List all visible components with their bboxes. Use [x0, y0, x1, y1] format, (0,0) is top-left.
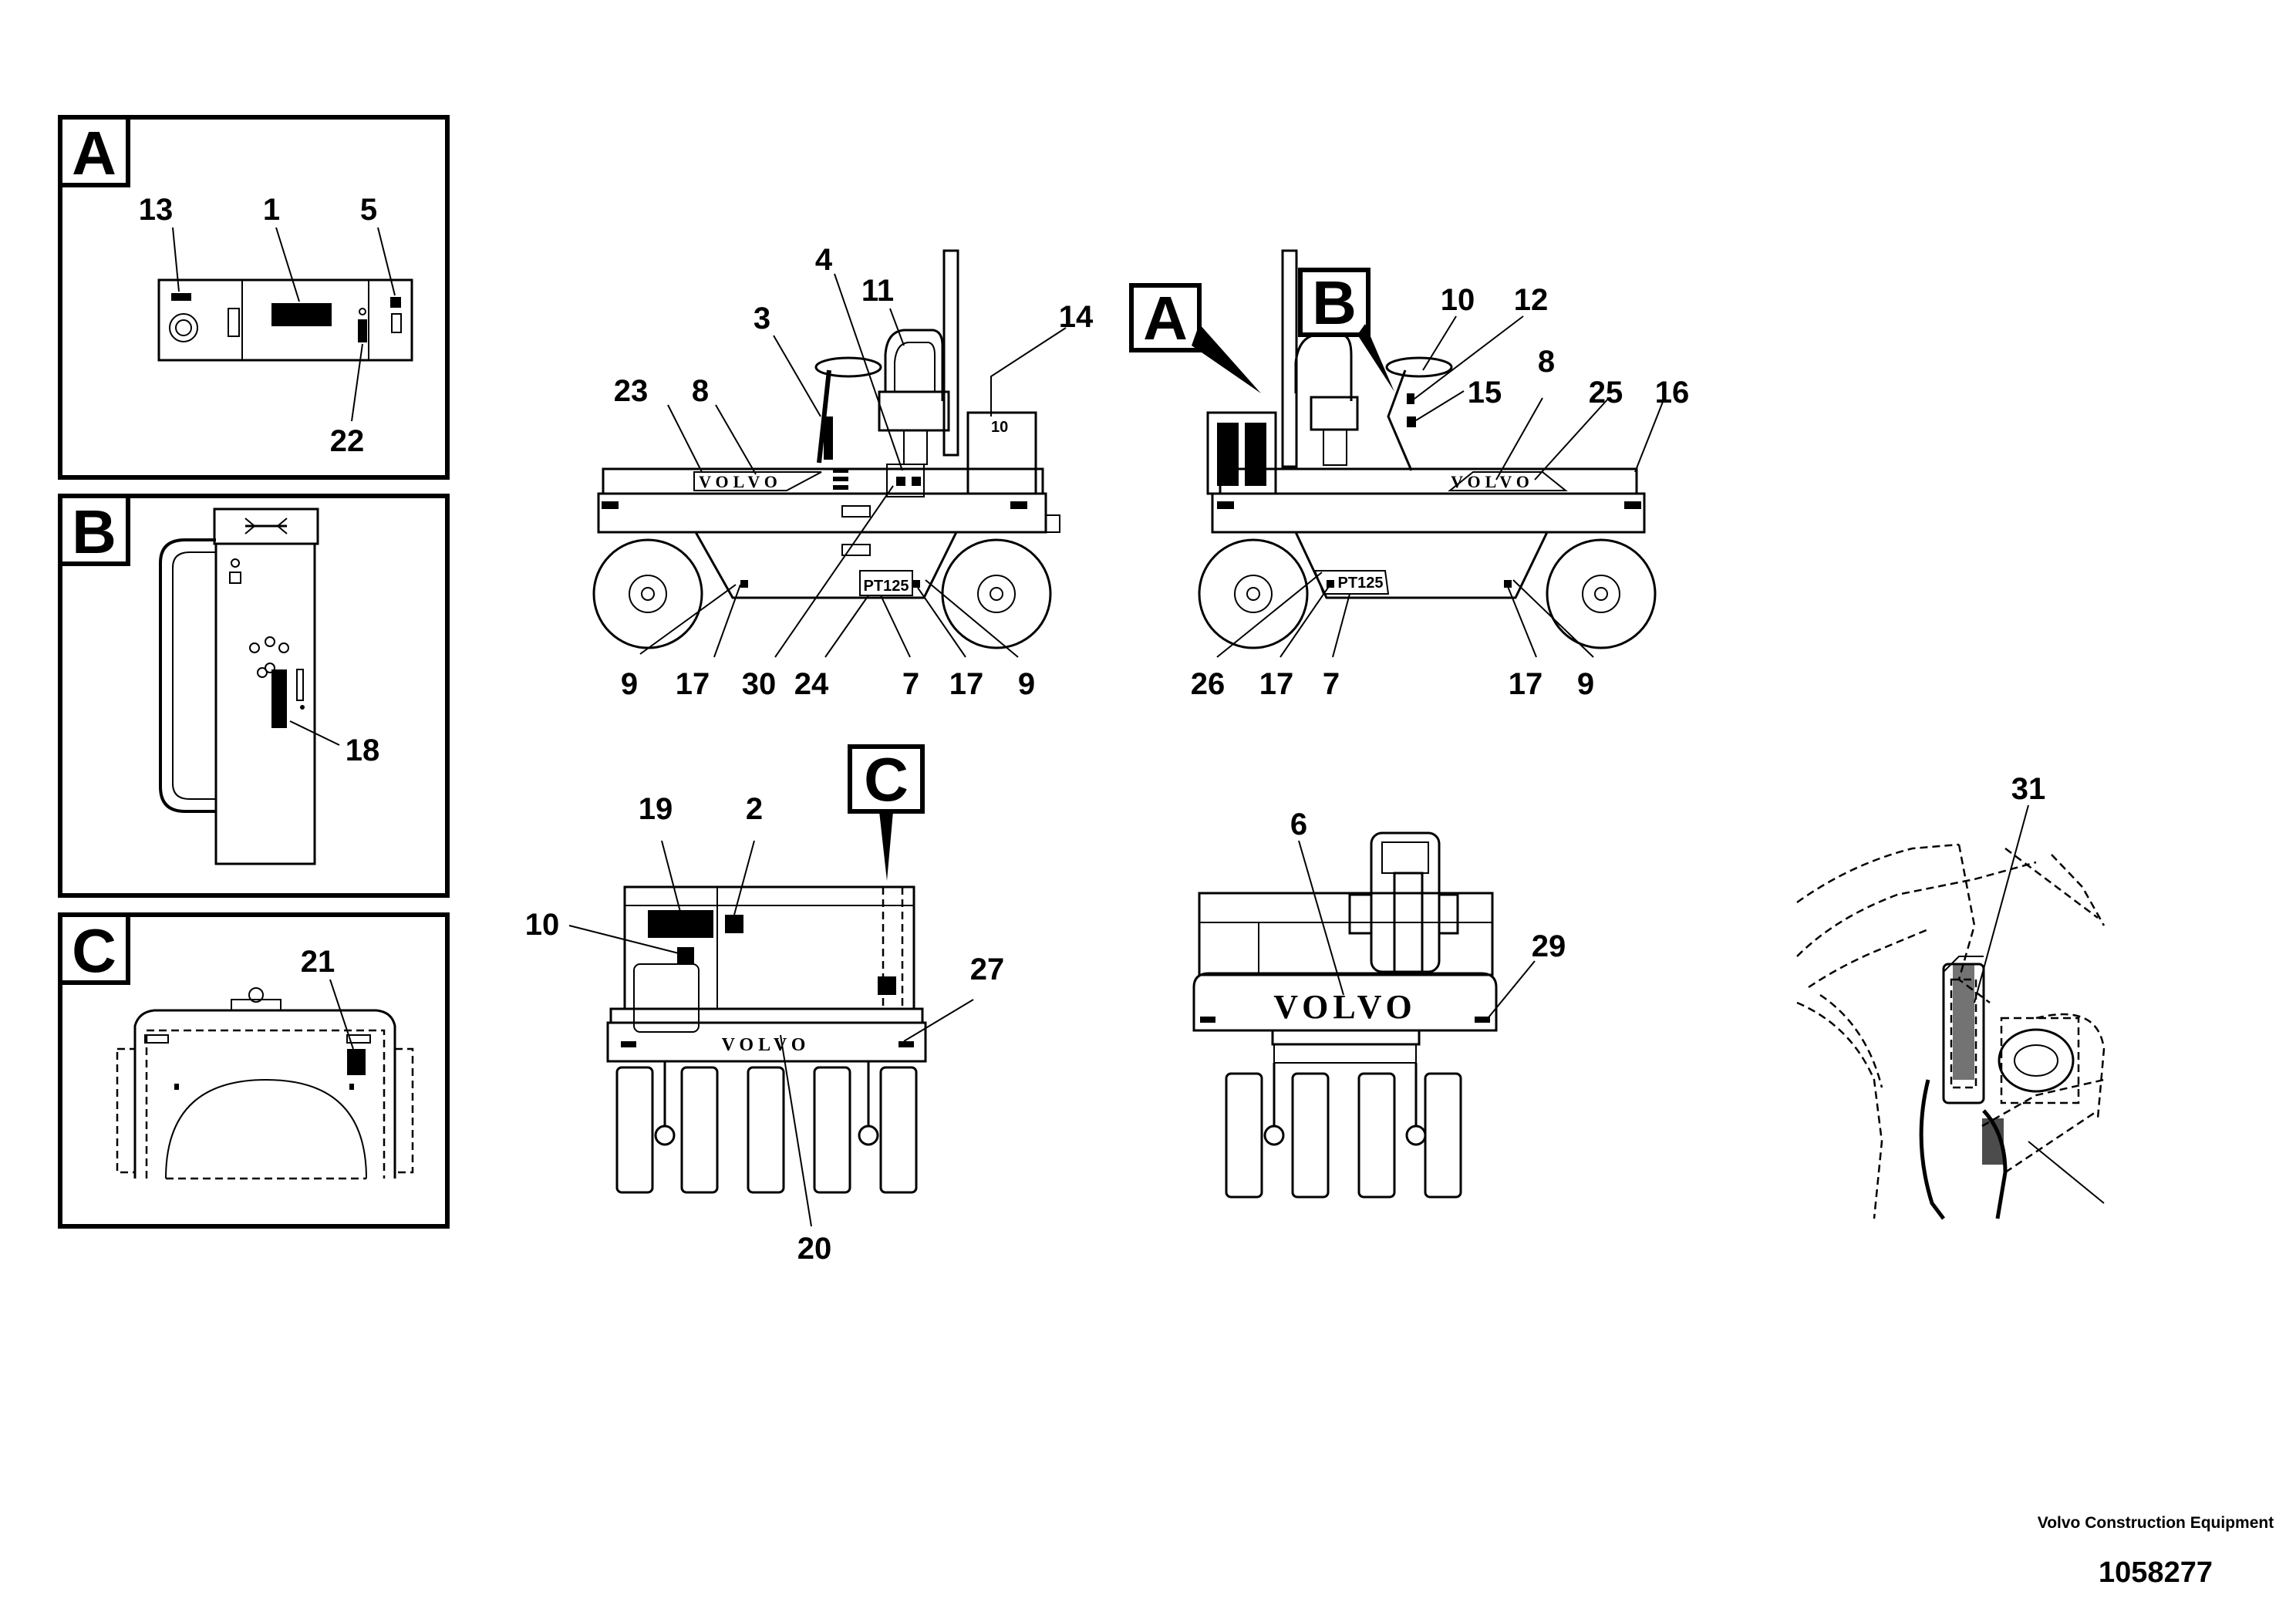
- callout-label: 17: [1259, 667, 1294, 701]
- side-right-tag-a: A: [1143, 284, 1188, 352]
- callout-label: 12: [1514, 283, 1549, 317]
- panel-b-tag: B: [72, 497, 116, 566]
- callout-label: 1: [263, 193, 280, 227]
- detail-panel-b: B 18: [58, 494, 450, 898]
- side-left-model-decal: PT125: [864, 578, 909, 595]
- callout-label: 9: [1018, 667, 1035, 701]
- callout-label: 8: [692, 374, 709, 408]
- machine-front-view: VOLVO 6 29: [1192, 808, 1566, 1199]
- callout-label: 6: [1290, 808, 1307, 841]
- detail-panel-c: C 21: [58, 912, 450, 1229]
- footer-drawing-number: 1058277: [2099, 1556, 2213, 1589]
- callout-label: 9: [621, 667, 638, 701]
- callout-label: 18: [346, 733, 380, 767]
- side-right-logo: VOLVO: [1451, 472, 1534, 491]
- callout-label: 16: [1655, 376, 1690, 410]
- callout-label: 20: [797, 1232, 832, 1266]
- rear-view-tag: C: [864, 745, 909, 814]
- machine-right-side-view: A B: [1129, 249, 1690, 701]
- detail-panel-a: A 13 1 5 22: [58, 115, 450, 480]
- callout-label: 7: [902, 667, 919, 701]
- callout-label: 10: [525, 908, 560, 942]
- callout-label: 7: [1323, 667, 1340, 701]
- callout-label: 14: [1059, 300, 1094, 334]
- callout-label: 21: [301, 945, 335, 979]
- callout-label: 17: [676, 667, 710, 701]
- callout-label: 17: [1509, 667, 1543, 701]
- hood-mark: 10: [991, 419, 1008, 436]
- front-view-logo: VOLVO: [1273, 988, 1417, 1026]
- footer-company: Volvo Construction Equipment: [2037, 1514, 2274, 1532]
- panel-c-tag: C: [72, 916, 116, 985]
- rear-view-logo: VOLVO: [722, 1035, 811, 1055]
- callout-label: 27: [970, 953, 1005, 986]
- callout-label: 24: [794, 667, 829, 701]
- machine-rear-view: C VOLVO 19 2 1: [525, 744, 1005, 1266]
- callout-label: 3: [754, 302, 770, 336]
- callout-label: 30: [742, 667, 777, 701]
- side-right-tag-b: B: [1312, 268, 1357, 337]
- callout-label: 22: [330, 424, 365, 458]
- callout-label: 2: [746, 792, 763, 826]
- callout-label: 19: [639, 792, 673, 826]
- callout-label: 8: [1538, 345, 1555, 379]
- panel-a-tag: A: [72, 119, 116, 187]
- machine-left-side-view: 10: [592, 243, 1094, 701]
- callout-label: 15: [1468, 376, 1502, 410]
- callout-label: 25: [1589, 376, 1623, 410]
- callout-label: 26: [1191, 667, 1226, 701]
- detail-view-engine-bay: 31: [1796, 772, 2106, 1220]
- callout-label: 13: [139, 193, 174, 227]
- callout-label: 23: [614, 374, 649, 408]
- side-right-model-decal: PT125: [1338, 575, 1384, 592]
- callout-label: 29: [1532, 929, 1566, 963]
- callout-label: 11: [861, 274, 894, 308]
- callout-label: 31: [2011, 772, 2046, 806]
- callout-label: 9: [1577, 667, 1594, 701]
- callout-label: 4: [815, 243, 833, 277]
- callout-label: 17: [949, 667, 984, 701]
- callout-label: 5: [360, 193, 377, 227]
- callout-label: 10: [1441, 283, 1475, 317]
- side-left-logo: VOLVO: [699, 472, 782, 491]
